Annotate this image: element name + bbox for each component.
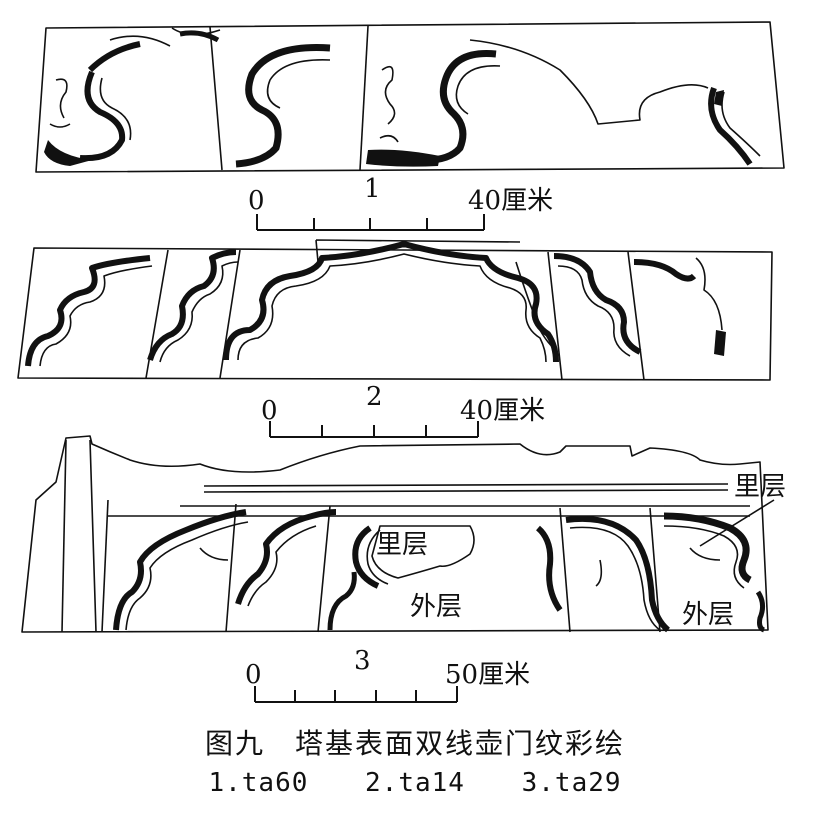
inner-layer-label: 里层 <box>376 530 429 560</box>
panel-1-motif-scroll <box>49 78 71 128</box>
scale-1-end: 40厘米 <box>468 186 554 216</box>
panel-2-arch-inner <box>237 253 547 363</box>
panel-1-motif-scroll <box>379 65 399 143</box>
panel-1-motif-band <box>417 50 497 164</box>
panel-3-joint <box>101 499 109 633</box>
figure-caption-items: 1.ta60 2.ta14 3.ta29 <box>0 768 830 798</box>
scale-bar-3 <box>254 686 458 703</box>
panel-2-arch-inner <box>159 261 239 363</box>
panel-3-joint <box>317 505 331 633</box>
figure-2-number: 2 <box>366 382 383 412</box>
panel-1-motif-band <box>99 77 132 141</box>
panel-1-ta60 <box>35 21 785 173</box>
panel-3-ta29 <box>21 435 775 633</box>
panel-2-joint <box>627 251 645 381</box>
panel-1-motif-band <box>721 91 761 157</box>
panel-1-outline <box>35 21 785 173</box>
panel-3-joint <box>559 507 571 633</box>
scale-1-start: 0 <box>248 186 265 216</box>
panel-3-band-line <box>203 483 729 487</box>
panel-2-outline <box>17 247 773 381</box>
panel-2-arch <box>633 259 697 282</box>
panel-2-arch <box>553 253 642 355</box>
panel-3-break-line <box>199 547 721 587</box>
panel-3-arch-inner <box>247 525 317 607</box>
panel-1-motif-band <box>179 30 220 43</box>
panel-1-motif-band <box>708 86 753 166</box>
scale-2-end: 40厘米 <box>460 396 546 426</box>
panel-3-arch <box>235 509 337 605</box>
scale-2-start: 0 <box>261 396 278 426</box>
panel-3-arch <box>565 515 671 633</box>
scale-3-end: 50厘米 <box>445 660 531 690</box>
panel-1-break-line <box>109 27 221 47</box>
panel-3-arch <box>352 525 563 612</box>
scale-bar-2 <box>269 421 479 438</box>
panel-1-motif-band <box>235 44 331 168</box>
panel-3-arch <box>663 512 752 584</box>
panel-2-arch <box>147 249 237 361</box>
figure-caption-title: 图九 塔基表面双线壶门纹彩绘 <box>204 727 625 760</box>
inner-layer-leader <box>699 499 775 547</box>
panel-3-arch <box>755 590 766 633</box>
panel-1-motif-band <box>266 59 331 109</box>
panel-1-motif-band <box>455 65 501 115</box>
panel-2-arch <box>25 255 151 367</box>
caption-item: 2.ta14 <box>365 768 465 798</box>
panel-2-arch-inner <box>557 265 631 357</box>
panel-1-break-line <box>469 39 709 125</box>
panel-2-ta14 <box>17 239 773 381</box>
panel-1-motif-band <box>79 41 141 162</box>
scale-3-start: 0 <box>245 660 262 690</box>
panel-3-band-line <box>203 489 729 493</box>
panel-1-motif-fill <box>366 149 440 167</box>
panel-1-motif-fill <box>714 90 724 106</box>
panel-2-top-band <box>315 239 521 263</box>
panel-3-arch-inner <box>125 521 249 631</box>
panel-3-post <box>61 439 67 633</box>
figure-1-number: 1 <box>364 174 381 204</box>
panel-2-break-line <box>515 257 723 351</box>
panel-2-joint <box>547 251 563 381</box>
panel-3-arch-inner <box>663 525 745 589</box>
panel-2-arch-inner <box>39 265 153 367</box>
panel-1-motif-fill <box>44 140 92 166</box>
scale-bar-1 <box>256 214 485 231</box>
outer-layer-label: 外层 <box>682 600 735 630</box>
panel-1-joint <box>359 25 369 171</box>
caption-item: 3.ta29 <box>521 768 622 798</box>
figure-3-number: 3 <box>354 646 371 676</box>
panel-3-arch <box>113 509 247 631</box>
panel-3-joint <box>225 503 237 633</box>
panel-2-motif-fill <box>714 330 726 356</box>
panel-3-inner-area <box>371 525 475 579</box>
panel-3-arch-inner <box>366 529 389 585</box>
panel-2-arch <box>223 241 559 363</box>
inner-layer-label: 里层 <box>734 472 787 502</box>
outer-layer-label: 外层 <box>410 592 463 622</box>
panel-1-joint <box>209 26 223 171</box>
panel-3-arch-inner <box>569 526 661 631</box>
panel-3-arch <box>327 571 357 631</box>
panel-3-post <box>89 439 97 633</box>
panel-3-outline <box>21 435 769 633</box>
caption-item: 1.ta60 <box>208 768 309 798</box>
